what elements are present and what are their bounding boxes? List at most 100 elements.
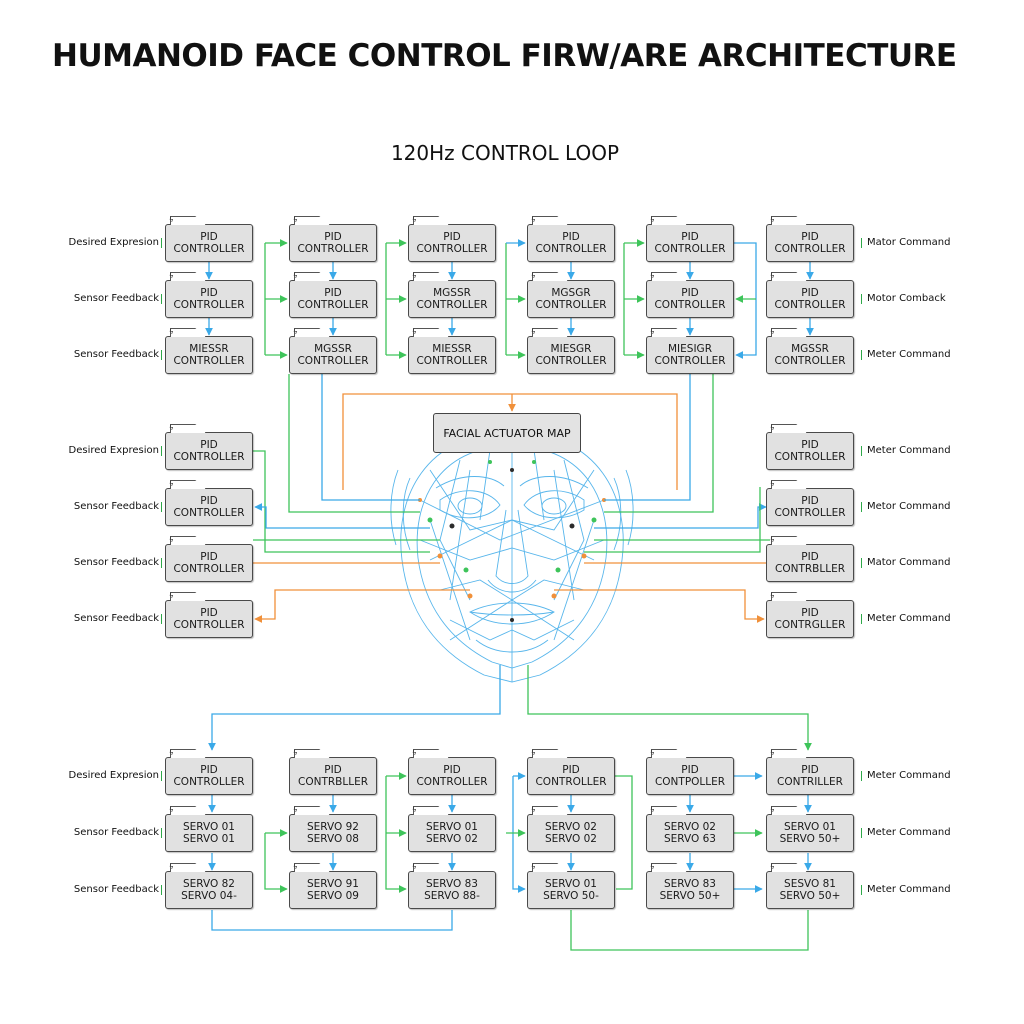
bolt-icon: ϟ <box>293 328 298 336</box>
block-label-line-1: PID <box>801 495 819 507</box>
block-label-line-1: PID <box>443 231 461 243</box>
connector-tick <box>855 350 862 360</box>
block-label-line-2: SERVO 63 <box>664 833 716 845</box>
bolt-icon: ϟ <box>531 806 536 814</box>
connector-tick <box>855 294 862 304</box>
block-label-line-1: PID <box>200 495 218 507</box>
block-label-line-1: SERVO 01 <box>545 878 597 890</box>
block-label-line-1: SERVO 92 <box>307 821 359 833</box>
top-output-label-2: Motor Comback <box>867 293 946 304</box>
connector-tick <box>855 614 862 624</box>
bolt-icon: ϟ <box>650 216 655 224</box>
block-label-line-1: SERVO 01 <box>784 821 836 833</box>
connector-tick <box>161 350 168 360</box>
connector-tick <box>855 885 862 895</box>
bolt-icon: ϟ <box>531 272 536 280</box>
block-label-line-2: CONTROLLER <box>173 299 245 311</box>
bolt-icon: ϟ <box>770 749 775 757</box>
top-output-label-3: Meter Command <box>867 349 951 360</box>
block-label-line-1: PID <box>681 287 699 299</box>
block-label-line-2: CONTROLLER <box>774 451 846 463</box>
block-label-line-2: CONTROLLER <box>535 355 607 367</box>
block-label-line-1: PID <box>200 764 218 776</box>
bolt-icon: ϟ <box>169 480 174 488</box>
bolt-icon: ϟ <box>770 328 775 336</box>
face-sensor-dots <box>418 460 606 622</box>
bolt-icon: ϟ <box>531 749 536 757</box>
bolt-icon: ϟ <box>531 328 536 336</box>
block-label-line-1: PID <box>801 607 819 619</box>
connector-tick <box>855 238 862 248</box>
block-label-line-2: CONTROLLER <box>173 355 245 367</box>
block-label-line-1: PID <box>324 231 342 243</box>
connector-tick <box>855 446 862 456</box>
top-output-label-1: Mator Command <box>867 237 951 248</box>
block-label-line-2: CONTROLLER <box>297 299 369 311</box>
block-label-line-2: CONTROLLER <box>654 299 726 311</box>
bolt-icon: ϟ <box>770 806 775 814</box>
bolt-icon: ϟ <box>531 216 536 224</box>
block-label-line-2: CONTROLLER <box>654 243 726 255</box>
block-label-line-2: SERVO 08 <box>307 833 359 845</box>
bolt-icon: ϟ <box>770 592 775 600</box>
bolt-icon: ϟ <box>169 863 174 871</box>
block-label-line-1: PID <box>801 764 819 776</box>
block-label-line-2: CONTROLLER <box>416 355 488 367</box>
block-label-line-1: SERVO 02 <box>664 821 716 833</box>
facial-actuator-map[interactable]: FACIAL ACTUATOR MAP <box>433 413 581 453</box>
block-label-line-2: CONTPOLLER <box>654 776 726 788</box>
block-label-line-2: CONTROLLER <box>774 355 846 367</box>
block-label-line-1: MGSSR <box>791 343 829 355</box>
bolt-icon: ϟ <box>293 216 298 224</box>
connector-tick <box>161 828 168 838</box>
connector-tick <box>161 771 168 781</box>
block-label-line-2: SERVO 50+ <box>659 890 721 902</box>
middle-output-label-4: Meter Command <box>867 613 951 624</box>
block-label-line-1: PID <box>681 231 699 243</box>
